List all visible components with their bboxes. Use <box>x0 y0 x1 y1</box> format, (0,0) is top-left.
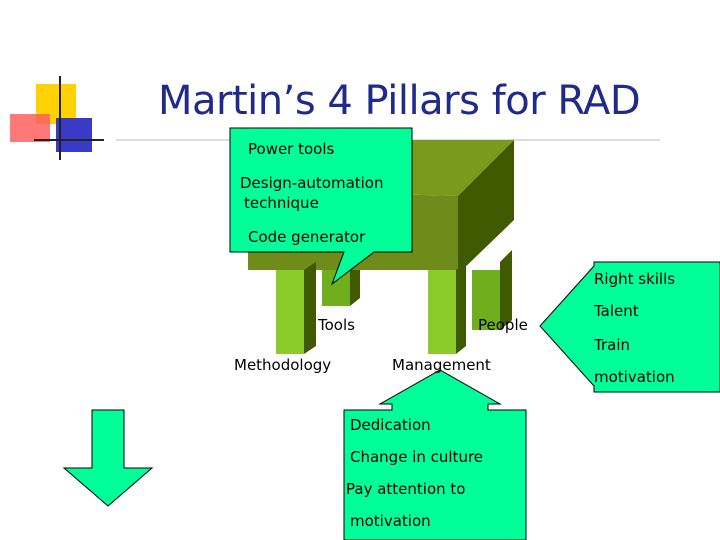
pillar-back-left <box>322 270 350 306</box>
pillar-label-methodology: Methodology <box>234 356 332 374</box>
table-side <box>458 140 514 274</box>
pillar-back-right-side <box>500 250 512 330</box>
management-callout-line-4: motivation <box>350 512 431 530</box>
management-callout-line-3: Pay attention to <box>346 480 466 498</box>
people-callout-box <box>539 261 720 393</box>
management-callout-line-1: Dedication <box>350 416 431 434</box>
pillar-front-right-side <box>456 262 466 354</box>
page-title: Martin’s 4 Pillars for RAD <box>158 78 641 124</box>
pillar-label-management: Management <box>392 356 491 374</box>
tools-callout-line-2: Design-automation <box>240 174 384 192</box>
tools-callout-line-4: Code generator <box>248 228 366 246</box>
pillar-front-right <box>428 270 456 354</box>
down-arrow-icon <box>62 409 154 507</box>
people-callout-line-1: Right skills <box>594 270 676 288</box>
management-callout-line-2: Change in culture <box>350 448 484 466</box>
tools-callout-box <box>229 127 413 286</box>
people-callout-line-3: Train <box>594 336 630 354</box>
tools-callout-line-1: Power tools <box>248 140 335 158</box>
pillar-back-right <box>472 270 500 330</box>
pillar-label-tools: Tools <box>318 316 355 334</box>
pillar-front-left <box>276 270 304 354</box>
pillar-front-left-side <box>304 262 316 354</box>
logo-red-square <box>10 114 50 142</box>
logo-blue-square <box>56 118 92 152</box>
tools-callout-line-3: technique <box>244 194 319 212</box>
decorative-logo <box>10 76 104 160</box>
people-callout-line-4: motivation <box>594 368 675 386</box>
management-callout-box <box>343 369 527 540</box>
pillar-label-people: People <box>478 316 528 334</box>
people-callout-line-2: Talent <box>594 302 639 320</box>
